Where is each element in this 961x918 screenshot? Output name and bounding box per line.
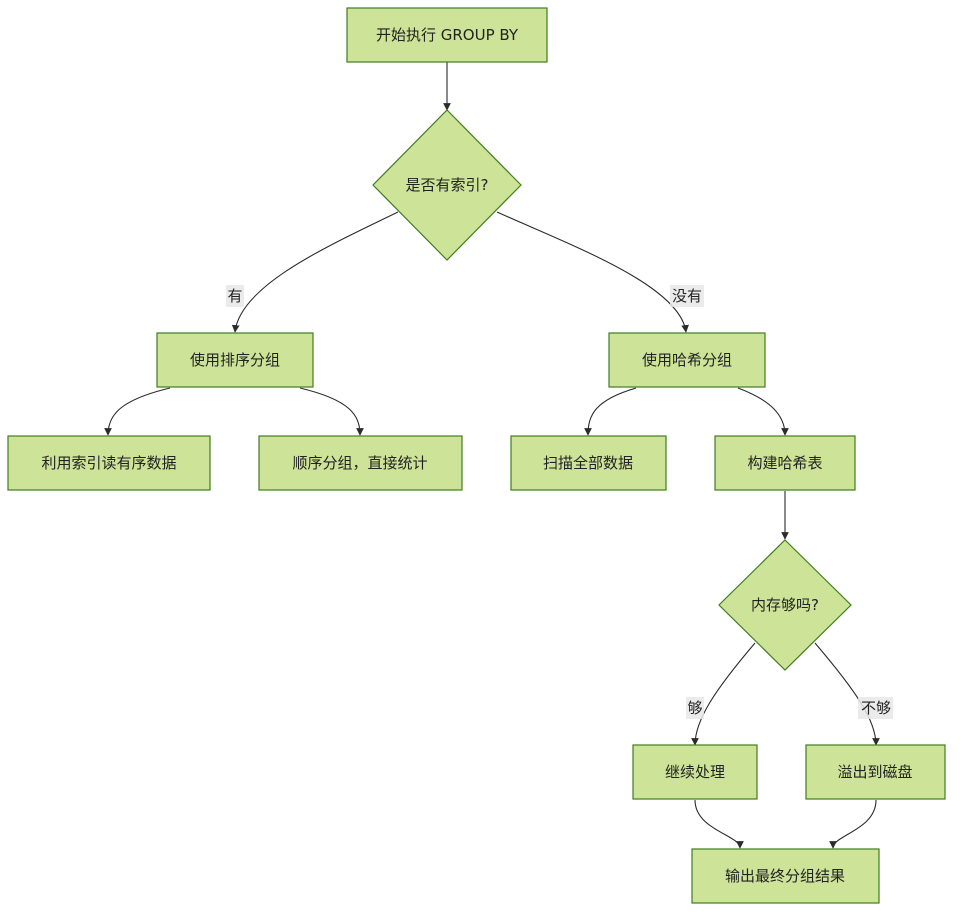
- node-continue: 继续处理: [632, 744, 758, 800]
- node-use-sort: 使用排序分组: [156, 332, 314, 388]
- svg-text:不够: 不够: [861, 699, 891, 717]
- node-mem-enough-decision: 内存够吗?: [718, 539, 852, 671]
- node-scan-all: 扫描全部数据: [510, 435, 667, 491]
- node-use-hash: 使用哈希分组: [608, 332, 766, 388]
- node-has-index-decision: 是否有索引?: [372, 109, 522, 261]
- svg-text:使用哈希分组: 使用哈希分组: [642, 351, 732, 369]
- node-build-hash: 构建哈希表: [714, 435, 856, 491]
- svg-text:有: 有: [227, 287, 242, 305]
- edge-use-hash-to-build-hash: [737, 387, 789, 436]
- svg-text:使用排序分组: 使用排序分组: [190, 351, 280, 369]
- svg-text:构建哈希表: 构建哈希表: [747, 454, 822, 472]
- edge-mem-enough-to-continue: [691, 642, 756, 746]
- svg-text:溢出到磁盘: 溢出到磁盘: [837, 763, 912, 781]
- node-read-ordered: 利用索引读有序数据: [7, 435, 211, 491]
- svg-text:内存够吗?: 内存够吗?: [751, 596, 819, 614]
- svg-text:没有: 没有: [672, 287, 702, 305]
- node-spill: 溢出到磁盘: [805, 744, 946, 800]
- svg-text:利用索引读有序数据: 利用索引读有序数据: [41, 454, 176, 472]
- edge-use-sort-to-seq-group: [299, 387, 364, 436]
- edge-use-sort-to-read-ordered: [104, 387, 171, 436]
- edge-spill-to-output: [829, 799, 877, 849]
- svg-text:开始执行 GROUP BY: 开始执行 GROUP BY: [376, 26, 519, 44]
- svg-text:是否有索引?: 是否有索引?: [406, 176, 489, 194]
- svg-text:够: 够: [687, 699, 702, 717]
- node-start: 开始执行 GROUP BY: [346, 7, 548, 63]
- edge-label-yes: 有: [226, 285, 244, 307]
- edge-label-enough: 够: [686, 697, 704, 719]
- edge-has-index-to-use-hash: [496, 211, 689, 333]
- edge-use-hash-to-scan-all: [584, 387, 637, 436]
- edge-continue-to-output: [694, 799, 744, 849]
- node-output: 输出最终分组结果: [691, 848, 880, 904]
- edges: [104, 62, 880, 849]
- svg-text:扫描全部数据: 扫描全部数据: [543, 454, 633, 472]
- svg-text:顺序分组，直接统计: 顺序分组，直接统计: [292, 454, 427, 472]
- svg-text:输出最终分组结果: 输出最终分组结果: [725, 867, 845, 885]
- edge-label-not-enough: 不够: [858, 697, 893, 719]
- edge-mem-enough-to-spill: [814, 642, 880, 746]
- node-seq-group: 顺序分组，直接统计: [258, 435, 463, 491]
- svg-text:继续处理: 继续处理: [665, 763, 725, 781]
- edge-label-no: 没有: [670, 285, 704, 307]
- edge-has-index-to-use-sort: [231, 211, 399, 333]
